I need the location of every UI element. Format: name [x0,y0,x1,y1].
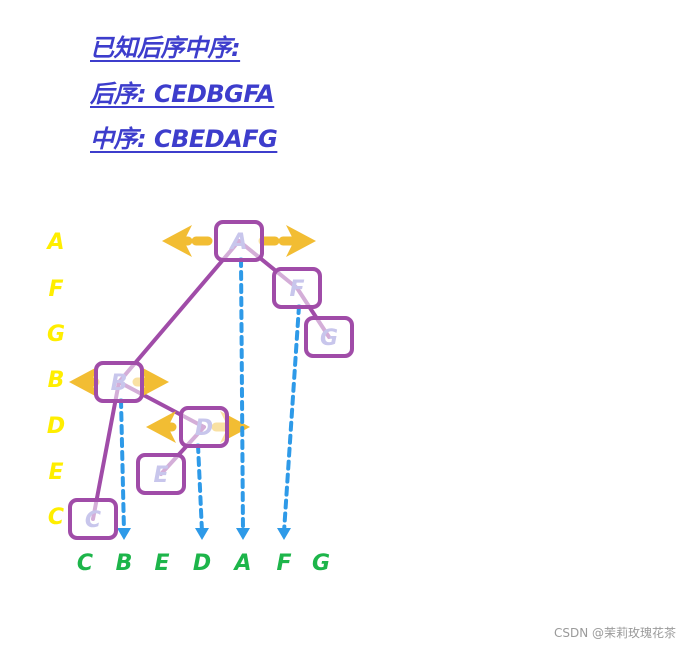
node-box [272,267,322,309]
arrow-b [117,398,131,540]
rank-label-g: G [47,322,65,347]
node-label: C [85,508,101,533]
node-box [136,453,186,495]
inorder-label-g: G [312,551,330,576]
node-box [179,406,229,448]
node-box [68,498,118,540]
inorder-label-d: D [193,551,211,576]
node-label: A [228,230,247,255]
arrow-shaft [119,398,126,534]
left-arrow-icon [146,411,176,443]
arrow-head-icon [277,528,291,540]
left-arrow-icon [69,366,99,398]
tree-node-a: A [214,220,264,262]
arrow-head-icon [117,528,131,540]
edge-b-c [91,380,121,521]
inorder-label-e: E [154,551,169,576]
rank-label-d: D [47,414,65,439]
arrow-shaft [196,443,204,534]
arrow-shaft [282,304,301,534]
watermark: CSDN @茉莉玫瑰花茶 [553,626,676,640]
rank-label-f: F [48,277,63,302]
tree-nodes: A FG B D E C [68,220,354,540]
arrow-d [195,443,209,540]
tree-node-f: F [272,267,322,309]
node-box [214,220,264,262]
right-arrow-icon [286,225,316,257]
rank-label-c: C [48,505,64,530]
right-arrow-icon [139,366,169,398]
node-label: B [111,371,128,396]
heading-line-1: 已知后序中序: [90,34,241,62]
tree-node-e: E [136,453,186,495]
heading-line-2: 后序: CEDBGFA [90,80,275,108]
arrow-f [277,304,301,540]
rank-label-e: E [48,460,63,485]
node-box [94,361,144,403]
lr-marker-a [162,225,316,257]
rank-label-a: A [45,230,64,255]
arrow-a [236,257,250,540]
left-arrow-icon [162,225,192,257]
inorder-label-a: A [232,551,251,576]
rank-label-b: B [48,368,65,393]
inorder-label-c: C [77,551,93,576]
node-label: D [195,416,213,441]
tree-node-d: D [179,406,229,448]
tree-node-c: C [68,498,118,540]
inorder-label-b: B [116,551,133,576]
tree-node-g: G [304,316,354,358]
node-label: E [153,463,168,488]
heading-line-3: 中序: CBEDAFG [90,125,278,153]
arrow-head-icon [236,528,250,540]
arrow-head-icon [195,528,209,540]
node-label: G [320,326,338,351]
tree-node-b: B [94,361,144,403]
node-box [304,316,354,358]
arrow-shaft [239,257,245,534]
projection-arrows [117,257,301,540]
node-label: F [289,277,304,302]
inorder-label-f: F [276,551,291,576]
edge-a-b [117,239,241,384]
